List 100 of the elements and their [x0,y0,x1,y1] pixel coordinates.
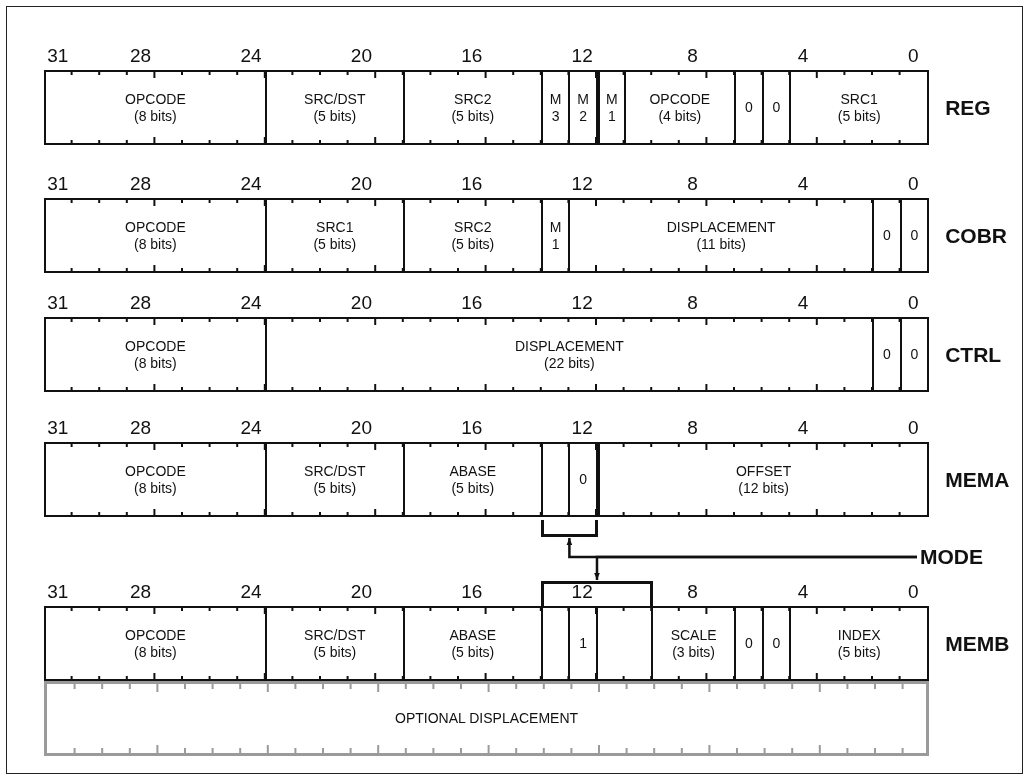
field-label: (5 bits) [451,643,495,661]
bit-number: 12 [570,581,594,603]
bit-number: 12 [570,292,594,314]
field-label: (5 bits) [451,107,495,125]
field-label: (12 bits) [738,479,789,497]
field-label: ABASE [449,462,497,480]
bit-number: 16 [460,417,484,439]
field-label: SRC1 [316,218,354,236]
field-label: 0 [744,635,753,652]
field-label: 0 [910,227,919,244]
bit-number: 20 [349,417,373,439]
format-name: CTRL [945,342,1002,367]
bit-number: 12 [570,45,594,67]
bit-number: 0 [907,417,920,439]
field-label: M [549,90,562,108]
field-label: 3 [551,107,560,125]
field-label: (5 bits) [313,479,357,497]
field-label: ABASE [449,626,497,644]
bit-number: 24 [239,292,263,314]
bit-number: 12 [570,173,594,195]
field-label: SRC1 [840,90,878,108]
field-label: (4 bits) [658,107,702,125]
format-name: REG [945,95,991,120]
bit-number: 0 [907,292,920,314]
field-label: 0 [772,635,781,652]
field-label: 1 [607,107,616,125]
field-label: (8 bits) [134,479,177,497]
bit-number: 0 [907,45,920,67]
field-label: (11 bits) [696,235,746,253]
field-label: 0 [882,227,891,244]
bit-number: 28 [129,292,153,314]
field-label: M [605,90,618,108]
field-label: OFFSET [735,462,792,480]
field-label: OPCODE [125,626,186,644]
field-label: 1 [579,635,588,652]
field-label: 0 [910,346,919,363]
bit-number: 20 [349,581,373,603]
bit-number: 24 [239,173,263,195]
field-label: (5 bits) [837,643,881,661]
bit-number: 8 [686,581,699,603]
bit-number: 4 [796,292,810,314]
field-label: OPCODE [125,462,186,480]
field-label: M [549,218,562,236]
bit-number: 31 [46,292,70,314]
field-label: (8 bits) [134,643,177,661]
field-label: 0 [744,99,753,116]
field-label: 2 [579,107,588,125]
field-label: 0 [882,346,891,363]
format-name: MEMA [945,467,1010,492]
field-label: OPCODE [125,218,186,236]
field-label: (5 bits) [313,235,357,253]
field-label: OPCODE [125,90,186,108]
bit-number: 4 [796,417,810,439]
field-label: (5 bits) [313,107,357,125]
field-label: DISPLACEMENT [666,218,776,236]
field-label: INDEX [837,626,881,644]
bit-number: 8 [686,292,699,314]
field-label: SRC/DST [304,90,366,108]
bit-number: 16 [460,292,484,314]
field-label: M [577,90,589,108]
field-label: 1 [551,235,560,253]
bit-number: 0 [907,581,920,603]
field-label: (5 bits) [313,643,357,661]
bit-number: 31 [46,417,70,439]
field-label: OPTIONAL DISPLACEMENT [395,710,579,727]
field-label: SRC2 [454,90,492,108]
bit-number: 4 [796,45,810,67]
field-label: (22 bits) [544,354,595,372]
bit-number: 24 [239,45,263,67]
bit-number: 31 [46,45,70,67]
bit-number: 4 [796,173,810,195]
field-label: (8 bits) [134,107,177,125]
field-label: (8 bits) [134,235,177,253]
bit-number: 8 [686,45,699,67]
bit-number: 20 [349,45,373,67]
bit-number: 28 [129,417,153,439]
bit-number: 24 [239,417,263,439]
field-label: SCALE [670,626,717,644]
bit-number: 24 [239,581,263,603]
field-label: DISPLACEMENT [514,337,624,355]
bit-number: 0 [907,173,920,195]
bit-number: 4 [796,581,810,603]
field-label: SRC/DST [304,626,366,644]
bit-number: 8 [686,173,699,195]
bit-number: 16 [460,173,484,195]
format-name: MEMB [945,631,1010,656]
bit-number: 20 [349,292,373,314]
bit-number: 16 [460,45,484,67]
field-label: SRC/DST [304,462,366,480]
bit-number: 28 [129,581,153,603]
bit-number: 31 [46,173,70,195]
field-label: (5 bits) [837,107,881,125]
bit-number: 8 [686,417,699,439]
field-label: OPCODE [125,337,186,355]
bit-number: 28 [129,45,153,67]
bit-number: 12 [570,417,594,439]
bit-number: 31 [46,581,70,603]
bit-number: 28 [129,173,153,195]
field-label: OPCODE [649,90,711,108]
field-label: 0 [579,471,588,488]
